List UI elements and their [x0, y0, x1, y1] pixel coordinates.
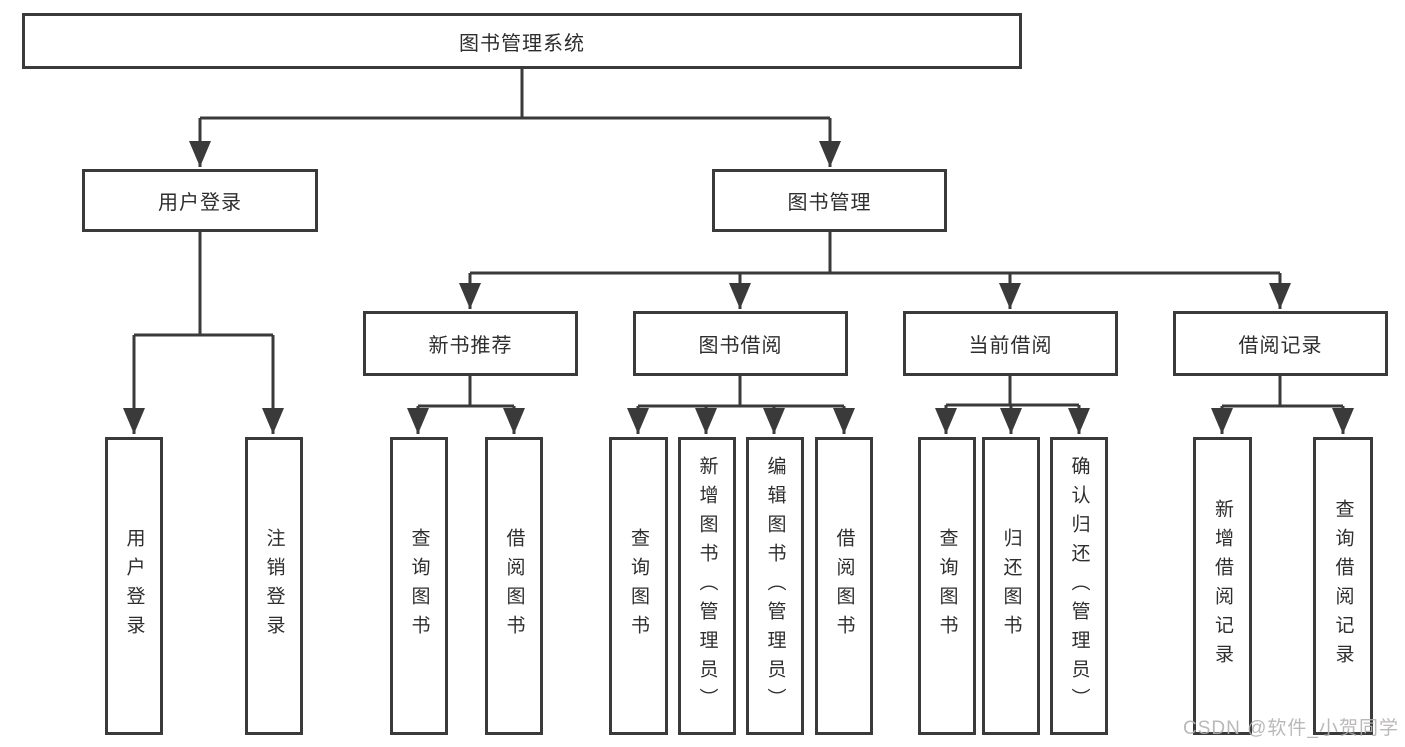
- leaf-add-book-admin-label: 新增图书（管理员）: [696, 455, 718, 717]
- csdn-watermark: CSDN @软件_小贺同学: [1183, 718, 1399, 739]
- node-borrowing-records-label: 借阅记录: [1238, 335, 1323, 357]
- leaf-logout-label: 注销登录: [263, 528, 285, 644]
- node-new-book-recommend-label: 新书推荐: [428, 335, 513, 357]
- leaf-return-book: 归还图书: [982, 437, 1040, 735]
- node-user-login-label: 用户登录: [158, 192, 242, 214]
- node-book-management: 图书管理: [712, 169, 947, 232]
- node-root: 图书管理系统: [22, 13, 1022, 69]
- leaf-add-book-admin: 新增图书（管理员）: [678, 437, 736, 735]
- leaf-return-book-label: 归还图书: [1000, 528, 1022, 644]
- leaf-query-borrow-record-label: 查询借阅记录: [1332, 499, 1354, 673]
- node-current-borrowing: 当前借阅: [903, 311, 1118, 376]
- leaf-query-books-recommend: 查询图书: [390, 437, 448, 735]
- leaf-edit-book-admin: 编辑图书（管理员）: [746, 437, 804, 735]
- leaf-confirm-return-admin-label: 确认归还（管理员）: [1068, 455, 1090, 717]
- leaf-borrow-books-borrowing: 借阅图书: [815, 437, 873, 735]
- leaf-edit-book-admin-label: 编辑图书（管理员）: [764, 455, 786, 717]
- node-current-borrowing-label: 当前借阅: [968, 335, 1053, 357]
- leaf-borrow-books-recommend: 借阅图书: [485, 437, 543, 735]
- leaf-borrow-books-recommend-label: 借阅图书: [503, 528, 525, 644]
- node-user-login: 用户登录: [82, 169, 318, 232]
- leaf-query-books-borrowing: 查询图书: [609, 437, 668, 735]
- node-book-management-label: 图书管理: [787, 192, 872, 214]
- node-new-book-recommend: 新书推荐: [363, 311, 578, 376]
- leaf-confirm-return-admin: 确认归还（管理员）: [1050, 437, 1108, 735]
- node-root-label: 图书管理系统: [459, 32, 585, 55]
- leaf-query-books-current-label: 查询图书: [936, 528, 958, 644]
- leaf-add-borrow-record: 新增借阅记录: [1193, 437, 1252, 735]
- leaf-logout: 注销登录: [245, 437, 303, 735]
- leaf-query-borrow-record: 查询借阅记录: [1313, 437, 1373, 735]
- leaf-borrow-books-borrowing-label: 借阅图书: [833, 528, 855, 644]
- leaf-add-borrow-record-label: 新增借阅记录: [1212, 499, 1233, 673]
- leaf-user-login: 用户登录: [105, 437, 163, 735]
- node-book-borrowing-label: 图书借阅: [698, 335, 783, 357]
- leaf-query-books-current: 查询图书: [918, 437, 976, 735]
- leaf-query-books-borrowing-label: 查询图书: [628, 528, 649, 644]
- node-book-borrowing: 图书借阅: [633, 311, 848, 376]
- leaf-user-login-label: 用户登录: [123, 528, 145, 644]
- node-borrowing-records: 借阅记录: [1173, 311, 1388, 376]
- leaf-query-books-recommend-label: 查询图书: [408, 528, 430, 644]
